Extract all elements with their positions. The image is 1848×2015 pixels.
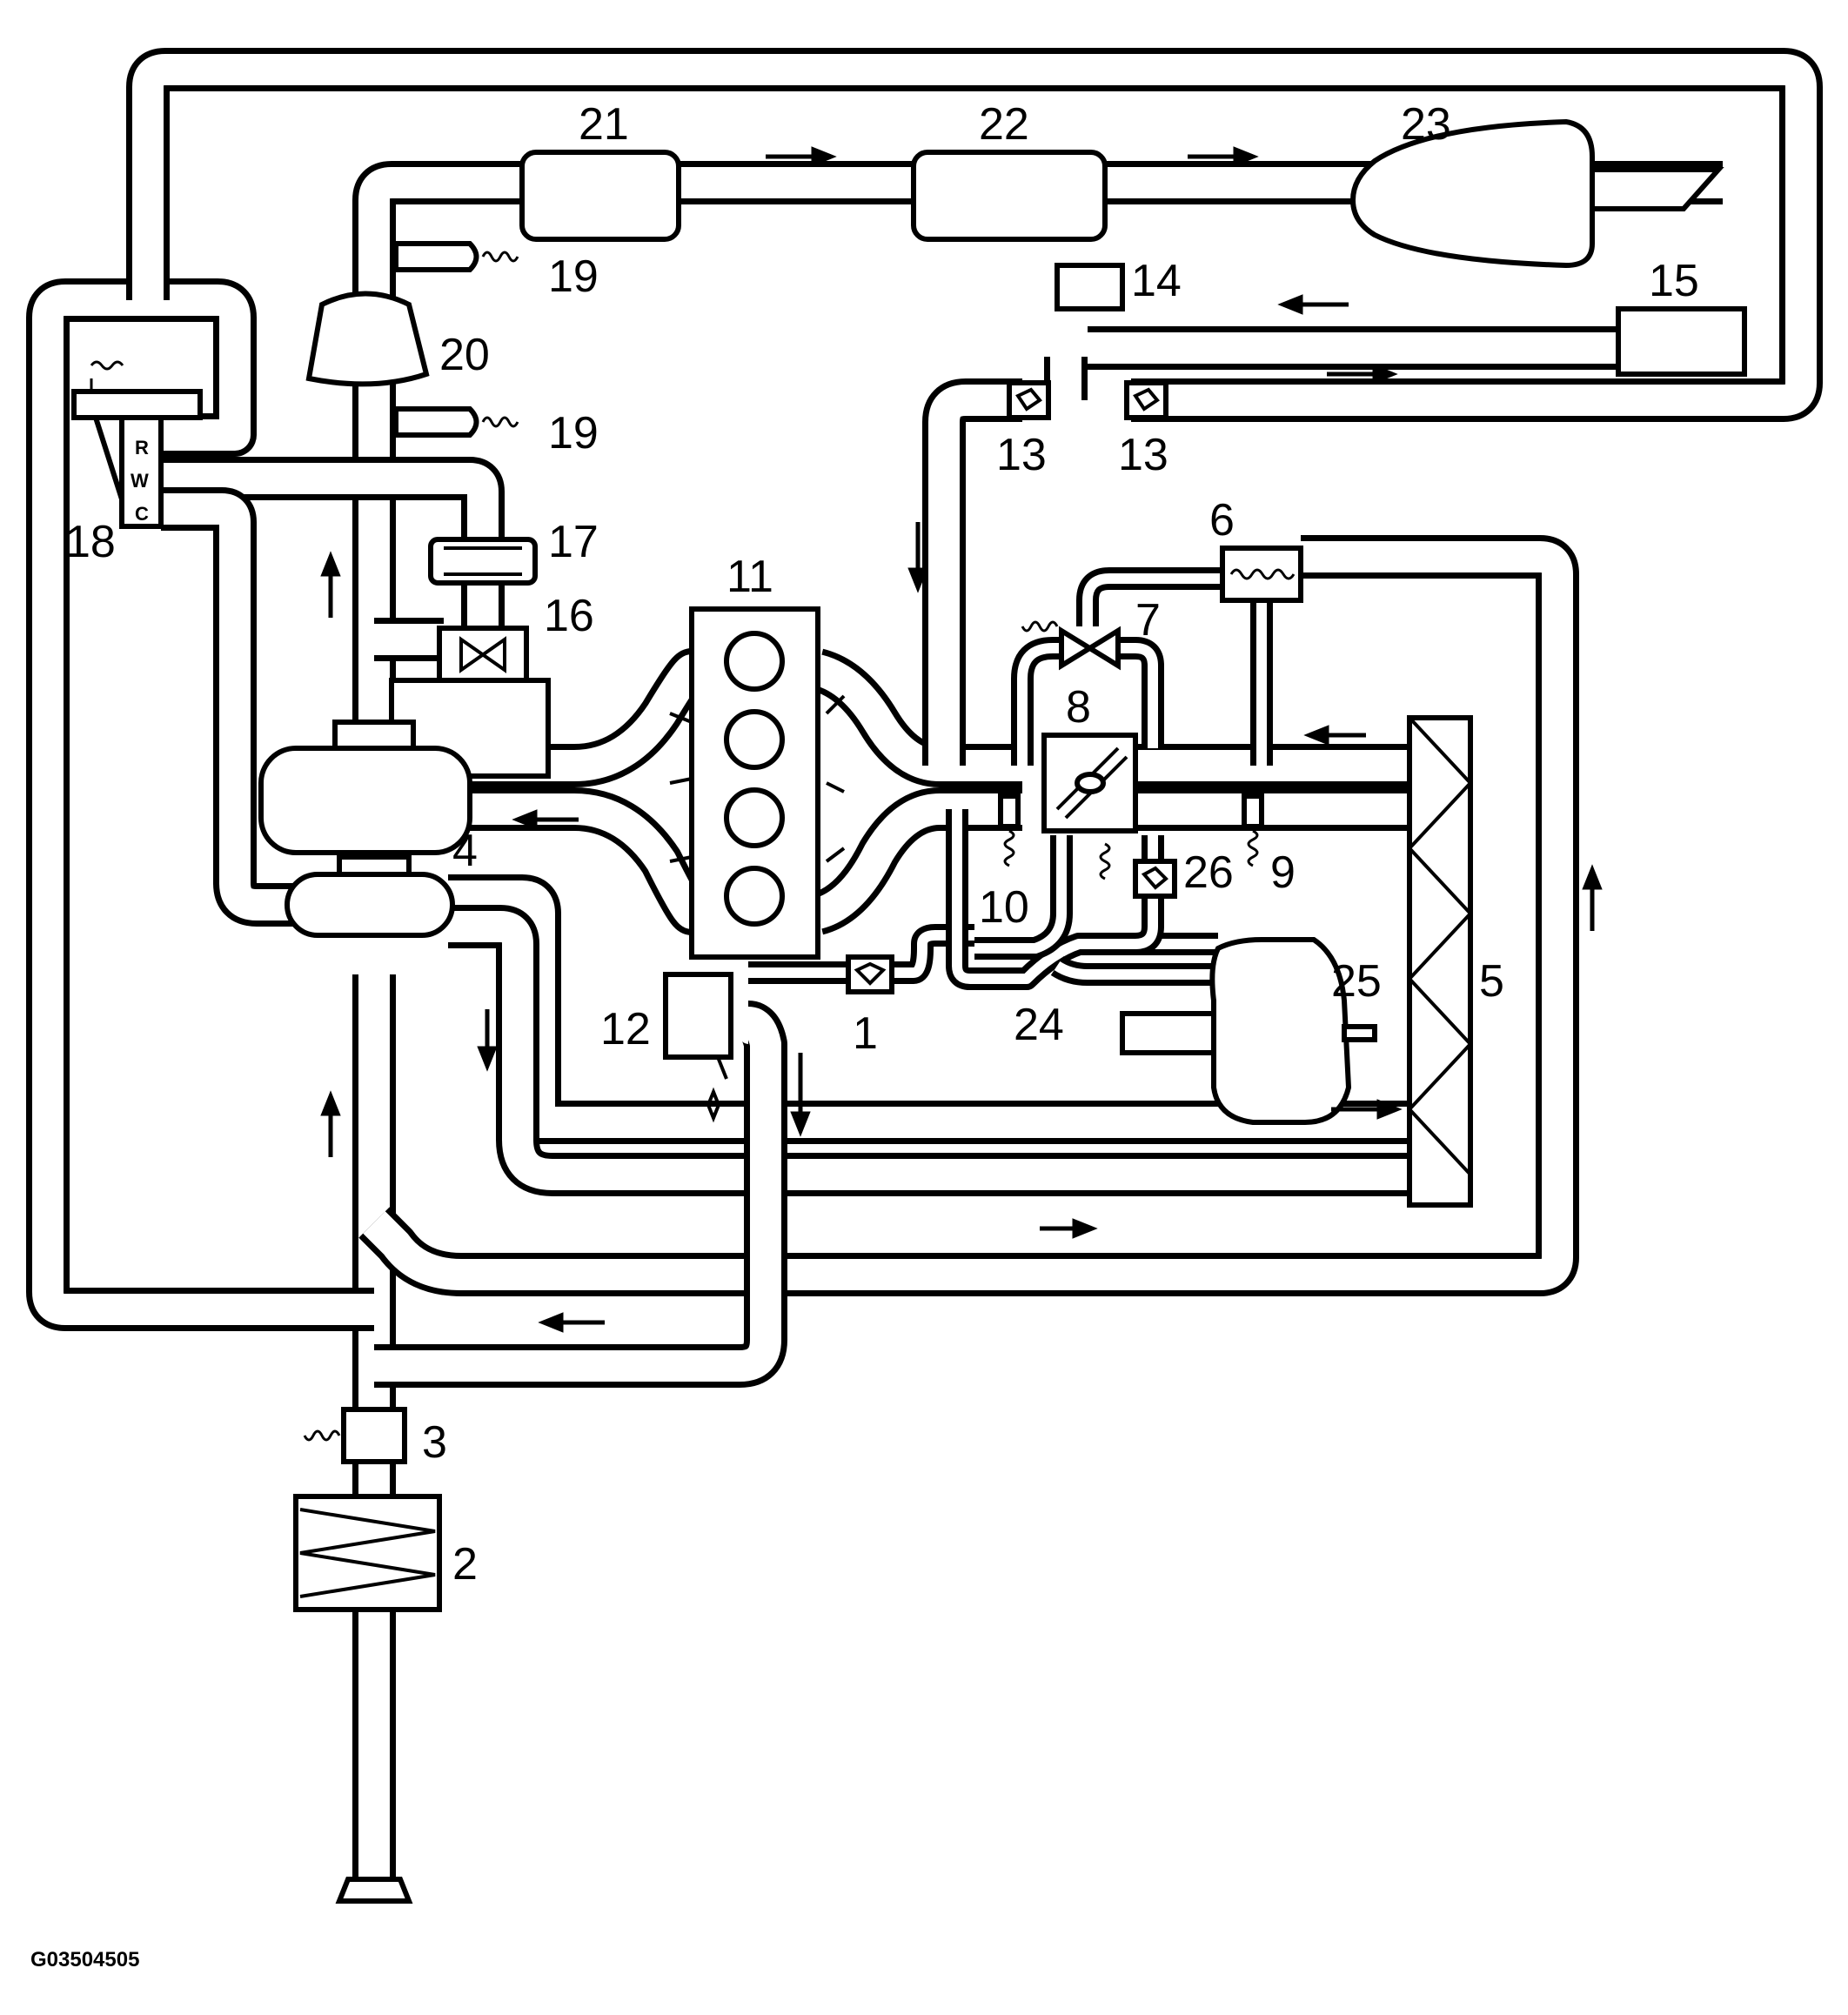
turbocharger-4 xyxy=(258,720,472,938)
label-20: 20 xyxy=(439,330,490,380)
tailpipe xyxy=(1590,167,1724,211)
solenoid-valve-18: R W C xyxy=(71,360,203,529)
throttle-body-8 xyxy=(1041,733,1138,833)
flow-arrow xyxy=(1188,146,1259,167)
flow-arrow xyxy=(1277,294,1349,315)
flow-arrow xyxy=(907,522,928,593)
muffler-23 xyxy=(1349,118,1595,269)
vacuum-hoses xyxy=(748,567,1273,990)
pipe-network xyxy=(26,48,1823,1879)
label-18: 18 xyxy=(65,517,116,567)
catalyst-20 xyxy=(305,291,430,387)
bypass-valve-7 xyxy=(1021,620,1121,671)
label-23: 23 xyxy=(1401,99,1451,150)
label-16: 16 xyxy=(544,591,594,641)
flow-arrow xyxy=(1303,725,1366,746)
label-26: 26 xyxy=(1183,847,1234,898)
label-9: 9 xyxy=(1270,847,1296,898)
spring-26 xyxy=(1099,842,1111,880)
oxygen-sensor-19b xyxy=(393,406,519,438)
flow-arrow xyxy=(790,1053,811,1137)
label-11: 11 xyxy=(726,552,773,602)
label-8: 8 xyxy=(1066,682,1091,733)
check-valve-1 xyxy=(846,954,894,994)
vacuum-reservoir-15 xyxy=(1616,306,1747,377)
wastegate-valve-16 xyxy=(437,626,529,683)
air-intake-inlet xyxy=(335,1877,413,1904)
label-19a: 19 xyxy=(548,251,599,302)
label-19b: 19 xyxy=(548,408,599,459)
fuel-trap-12 xyxy=(663,972,733,1060)
flow-arrow xyxy=(1040,1218,1098,1239)
catalytic-converter-22 xyxy=(911,150,1108,242)
oxygen-sensor-19a xyxy=(393,241,519,272)
flow-arrow xyxy=(512,809,579,830)
sensor-10 xyxy=(998,793,1021,867)
sensor-9 xyxy=(1242,793,1264,867)
label-13b: 13 xyxy=(1118,430,1168,480)
label-5: 5 xyxy=(1479,956,1504,1007)
figure-reference: G03504505 xyxy=(30,1948,139,1971)
air-filter-2 xyxy=(293,1494,442,1612)
label-12: 12 xyxy=(600,1004,651,1054)
air-flow-sensor-3 xyxy=(303,1407,407,1464)
flow-arrow xyxy=(1582,864,1603,931)
label-15: 15 xyxy=(1649,256,1699,306)
flow-arrow xyxy=(320,551,341,618)
label-2: 2 xyxy=(452,1539,478,1590)
flow-arrow xyxy=(538,1312,605,1333)
label-10: 10 xyxy=(979,882,1029,933)
brake-booster-25 xyxy=(1120,937,1377,1125)
check-valve-26 xyxy=(1133,859,1177,899)
label-13a: 13 xyxy=(996,430,1047,480)
flow-arrow xyxy=(320,1090,341,1157)
label-7: 7 xyxy=(1135,595,1161,646)
port-c-label: C xyxy=(135,503,149,525)
label-4: 4 xyxy=(452,826,478,876)
check-valve-13a xyxy=(1007,380,1051,420)
intercooler-5 xyxy=(1407,715,1473,1208)
label-1: 1 xyxy=(853,1008,878,1059)
label-14: 14 xyxy=(1131,256,1182,306)
label-24: 24 xyxy=(1014,1000,1064,1050)
flow-arrow xyxy=(477,1009,498,1072)
label-17: 17 xyxy=(548,517,599,567)
engine-block-11 xyxy=(669,606,846,960)
pressure-valve-6 xyxy=(1220,546,1303,603)
flow-arrow xyxy=(1327,364,1398,385)
label-3: 3 xyxy=(422,1417,447,1468)
callout-labels: 1 2 3 4 5 6 7 8 9 10 11 12 13 13 14 15 1… xyxy=(65,99,1699,1590)
label-25: 25 xyxy=(1331,956,1382,1007)
check-valve-13b xyxy=(1124,380,1168,420)
label-6: 6 xyxy=(1209,495,1235,546)
catalytic-converter-21 xyxy=(519,150,681,242)
port-r-label: R xyxy=(135,437,149,459)
flow-arrow xyxy=(766,146,837,167)
port-w-label: W xyxy=(131,470,149,492)
label-21: 21 xyxy=(579,99,629,150)
flow-arrow xyxy=(1331,1099,1403,1120)
vacuum-tank-14 xyxy=(1055,263,1125,311)
label-22: 22 xyxy=(979,99,1029,150)
flow-arrows xyxy=(320,146,1603,1333)
filter-17 xyxy=(428,537,538,586)
